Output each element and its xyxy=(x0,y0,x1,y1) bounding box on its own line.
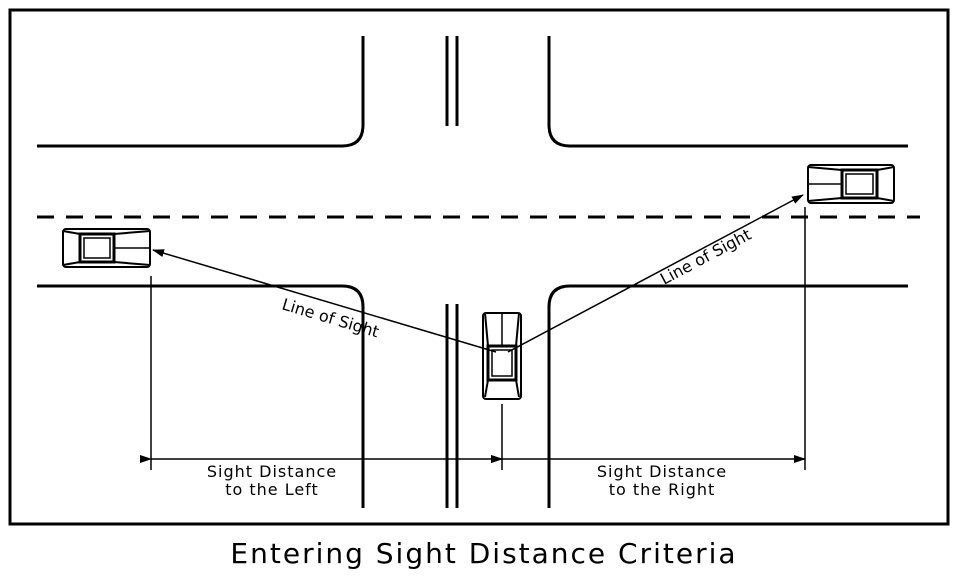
sight-distance-right-label-line2: to the Right xyxy=(609,480,716,499)
double-center-line-bottom xyxy=(445,304,459,508)
road-edge-top-left xyxy=(37,36,365,148)
diagram-frame xyxy=(8,8,950,526)
line-of-sight-right-label: Line of Sight xyxy=(657,225,754,289)
line-of-sight-right-arrow xyxy=(507,194,804,353)
line-of-sight-left-label: Line of Sight xyxy=(280,295,381,342)
car-entering xyxy=(482,312,522,400)
road-edge-top-right xyxy=(547,36,908,148)
sight-distance-right-label-line1: Sight Distance xyxy=(597,462,727,481)
road-edge-bottom-right xyxy=(547,284,908,508)
car-right xyxy=(807,164,895,204)
line-of-sight-left-arrow xyxy=(152,249,497,353)
road-edges xyxy=(37,36,908,508)
car-left xyxy=(62,228,151,268)
diagram-title: Entering Sight Distance Criteria xyxy=(230,537,737,570)
road-edge-bottom-left xyxy=(37,284,365,508)
sight-distance-left-label-line2: to the Left xyxy=(225,480,319,499)
sight-distance-left-label-line1: Sight Distance xyxy=(207,462,337,481)
double-center-line-top xyxy=(445,36,459,126)
